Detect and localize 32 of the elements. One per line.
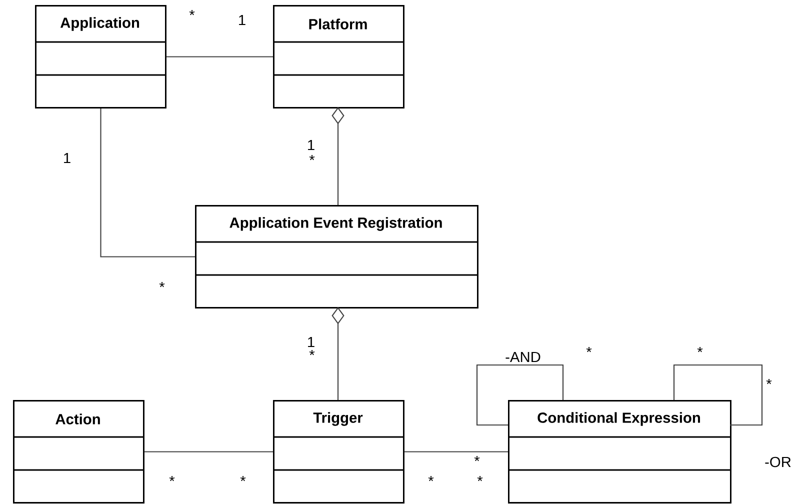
multiplicity-label: * [477,476,483,482]
multiplicity-label: * [766,378,772,384]
multiplicity-label: 1 [308,140,314,150]
class-box: Action [13,400,144,504]
multiplicity-label: * [159,282,165,288]
multiplicity-label: * [586,346,592,352]
class-box: Trigger [273,400,404,504]
multiplicity-label: * [309,154,315,160]
edge-label: -AND [506,352,540,362]
connector [166,56,273,58]
edge-label: -OR [765,456,791,468]
connector [673,364,763,426]
class-box: Application [35,5,166,108]
connector [100,108,195,258]
multiplicity-label: * [428,476,434,482]
connector [144,451,273,452]
multiplicity-label: * [169,476,175,482]
class-box: Platform [273,5,404,108]
multiplicity-label: * [189,10,195,16]
connector [332,107,344,205]
class-box: Conditional Expression [508,400,732,504]
connector [404,451,508,452]
connector [476,364,564,426]
multiplicity-label: * [240,476,246,482]
multiplicity-label: 1 [64,152,70,164]
multiplicity-label: * [474,456,480,462]
connector [332,307,344,400]
class-box: Application Event Registration [195,205,478,308]
multiplicity-label: * [697,346,703,352]
multiplicity-label: 1 [239,14,246,26]
multiplicity-label: 1 [308,336,314,348]
multiplicity-label: * [309,350,315,356]
